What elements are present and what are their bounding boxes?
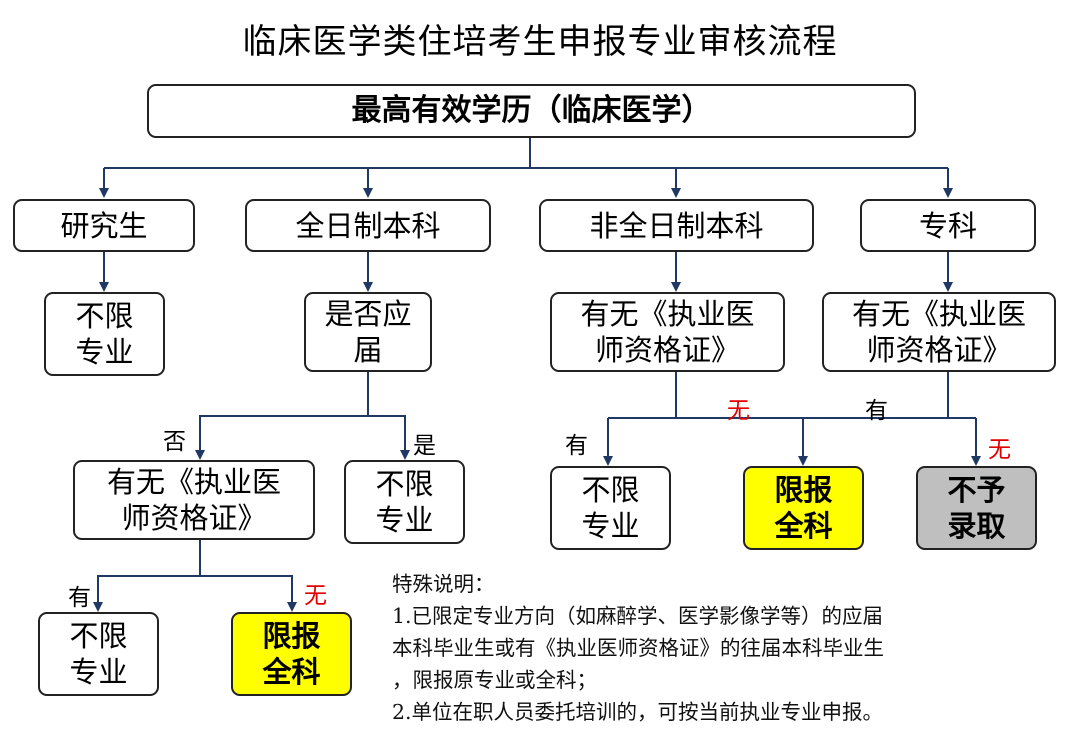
node-parttime-bachelor: 非全日制本科 <box>539 199 814 252</box>
node-fresh-question: 是否应 届 <box>304 292 432 372</box>
node-postgrad-unlimited: 不限 专业 <box>44 292 165 376</box>
label-parttime-no-cert: 无 <box>727 398 750 424</box>
node-general-only-b: 限报 全科 <box>231 612 352 696</box>
node-general-only-a: 限报 全科 <box>743 466 864 550</box>
node-parttime-unlimited: 不限 专业 <box>550 466 671 550</box>
node-fresh-unlimited: 不限 专业 <box>344 460 465 544</box>
label-not-fresh: 否 <box>163 429 186 455</box>
page-title: 临床医学类住培考生申报专业审核流程 <box>242 22 838 62</box>
notes-line-2: 本科毕业生或有《执业医师资格证》的往届本科毕业生 <box>392 636 884 660</box>
label-college-has-cert: 有 <box>865 398 888 424</box>
edge-fresh-yes <box>368 415 410 460</box>
label-college-no-cert: 无 <box>988 437 1011 463</box>
notes-line-3: ，限报原专业或全科； <box>392 668 597 692</box>
node-college-cert-question: 有无《执业医 师资格证》 <box>822 292 1056 372</box>
node-highest-degree: 最高有效学历（临床医学） <box>147 84 916 138</box>
edge-fresh-trunk <box>195 372 369 460</box>
special-notes: 特殊说明： 1.已限定专业方向（如麻醉学、医学影像学等）的应届 本科毕业生或有《… <box>392 568 1072 728</box>
notes-line-4: 2.单位在职人员委托培训的，可按当前执业专业申报。 <box>392 700 884 724</box>
notes-line-1: 1.已限定专业方向（如麻醉学、医学影像学等）的应届 <box>392 604 884 628</box>
label-is-fresh: 是 <box>413 433 436 459</box>
node-college: 专科 <box>860 199 1036 252</box>
notes-heading: 特殊说明： <box>392 572 495 596</box>
node-fulltime-cert-question: 有无《执业医 师资格证》 <box>73 460 315 540</box>
node-fulltime-bachelor: 全日制本科 <box>245 199 491 252</box>
edge-fulltime-cert-no <box>200 575 297 612</box>
node-postgraduate: 研究生 <box>13 199 195 252</box>
label-fulltime-has-cert: 有 <box>68 585 91 611</box>
label-fulltime-no-cert: 无 <box>304 583 327 609</box>
label-parttime-has-cert: 有 <box>565 433 588 459</box>
node-parttime-cert-question: 有无《执业医 师资格证》 <box>550 292 785 372</box>
node-fulltime-unlimited: 不限 专业 <box>38 612 159 696</box>
edge-fulltime-cert-trunk <box>93 540 201 612</box>
node-not-admitted: 不予 录取 <box>916 466 1037 550</box>
